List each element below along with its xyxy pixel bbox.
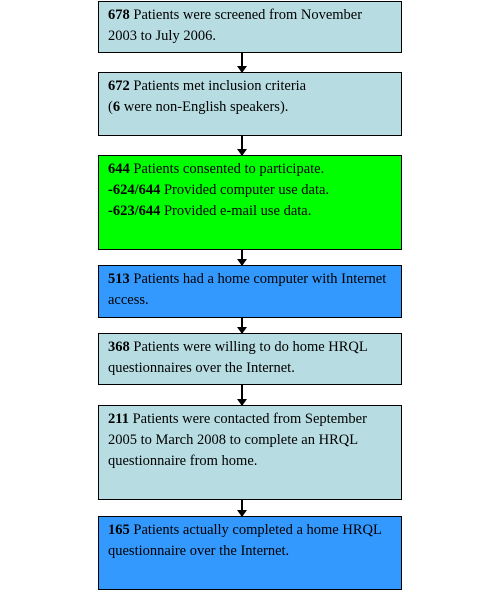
flow-box-screened: 678 Patients were screened from November… [98, 1, 402, 53]
box-text: Patients were willing to do home HRQL qu… [108, 339, 368, 376]
box-count: 513 [108, 271, 130, 287]
sub-text: Provided computer use data. [160, 182, 330, 198]
box-count: 165 [108, 522, 130, 538]
box-count: 6 [112, 99, 121, 115]
box-text: Patients had a home computer with Intern… [108, 271, 387, 308]
flow-arrow [237, 53, 247, 73]
flow-box-inclusion: 672 Patients met inclusion criteria (6 w… [98, 72, 402, 136]
box-count: 211 [108, 411, 129, 427]
flow-arrow [237, 385, 247, 406]
flow-box-home-computer: 513 Patients had a home computer with In… [98, 265, 402, 318]
flow-arrow [237, 318, 247, 334]
flow-arrow [237, 500, 247, 517]
flow-arrow [237, 250, 247, 266]
box-text: were non-English speakers). [120, 99, 289, 115]
box-count: 678 [108, 7, 130, 23]
flow-box-consented: 644 Patients consented to participate. -… [98, 155, 402, 250]
sub-text: Provided e-mail use data. [160, 203, 312, 219]
flow-arrow [237, 136, 247, 156]
flow-box-willing: 368 Patients were willing to do home HRQ… [98, 333, 402, 385]
box-text: ( [108, 99, 113, 115]
box-text: Patients actually completed a home HRQL … [108, 522, 382, 559]
box-count: 644 [108, 161, 130, 177]
sub-count: -623/644 [108, 203, 161, 219]
box-text: Patients met inclusion criteria [129, 78, 307, 94]
box-count: 672 [108, 78, 130, 94]
sub-count: -624/644 [108, 182, 161, 198]
box-text: Patients consented to participate. [129, 161, 325, 177]
box-count: 368 [108, 339, 130, 355]
box-text: Patients were contacted from September 2… [108, 411, 367, 469]
flow-box-contacted: 211 Patients were contacted from Septemb… [98, 405, 402, 500]
flow-box-completed: 165 Patients actually completed a home H… [98, 516, 402, 590]
box-text: Patients were screened from November 200… [108, 7, 363, 44]
